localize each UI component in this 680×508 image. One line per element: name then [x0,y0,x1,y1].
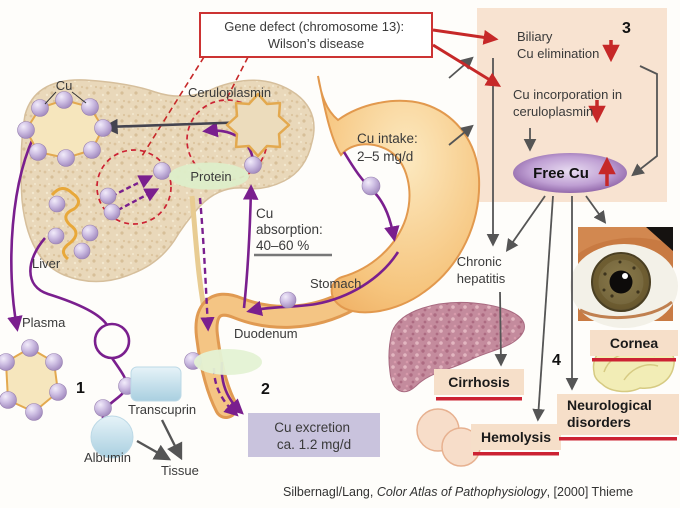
cu-absorption-label: Cu absorption: 40–60 % [256,206,327,253]
cu-ceruloplasmin-complex-plasma [0,339,67,421]
duodenum-protein-ellipse [194,349,262,375]
cu-excretion-box [248,413,380,457]
ceruloplasmin-gear [225,92,291,158]
free-cu-label: Free Cu [533,165,589,182]
liver-label: Liver [32,256,61,271]
eye-image [570,227,678,328]
blood-cells [416,408,481,467]
consequence-arrows [448,56,658,422]
cu-incorporation-label: Cu incorporation in ceruloplasmin [513,87,626,119]
cirrhosis-label: Cirrhosis [448,374,510,390]
gene-defect-box [199,12,433,58]
tissue-label: Tissue [161,463,199,478]
transcuprin-label: Transcuprin [128,402,196,417]
protein-ellipse [169,162,249,190]
ceruloplasmin-to-cu-arrow [102,118,251,135]
step-1: 1 [76,380,85,397]
chronic-hepatitis-label: Chronic hepatitis [457,254,506,286]
source-caption: Silbernagl/Lang, Color Atlas of Pathophy… [283,485,633,499]
plasma-label: Plasma [22,315,66,330]
albumin-label: Albumin [84,450,131,465]
cu-label: Cu [56,78,73,93]
cirrhotic-liver-image [388,301,525,393]
gene-defect-arrows [141,28,502,157]
stomach-shape [317,75,481,314]
transcuprin-shape [130,366,182,402]
neurological-disorders-label: Neurological disorders [567,397,656,430]
cu-excretion-label: Cu excretion ca. 1.2 mg/d [274,420,354,452]
tissue-arrows [136,419,183,461]
hemolysis-label: Hemolysis [481,429,551,445]
apoceruloplasmin-squiggle [50,187,80,261]
outcome-boxes [434,330,679,456]
stomach-label: Stomach [310,276,361,291]
biliary-elimination-label: Biliary Cu elimination [517,29,599,61]
ceruloplasmin-label: Ceruloplasmin [188,85,271,100]
step-2: 2 [261,381,270,398]
copper-spheres [47,156,381,417]
duodenum-label: Duodenum [234,326,298,341]
cu-ceruloplasmin-complex-liver [17,91,112,167]
gene-defect-title: Gene defect (chromosome 13): Wilson’s di… [224,19,408,51]
copper-pathways [7,121,400,434]
cornea-label: Cornea [610,335,658,351]
step-4: 4 [552,352,561,369]
step-3: 3 [622,20,631,37]
albumin-shape [90,415,134,459]
cu-intake-label: Cu intake: 2–5 mg/d [357,131,422,164]
protein-label: Protein [190,169,231,184]
